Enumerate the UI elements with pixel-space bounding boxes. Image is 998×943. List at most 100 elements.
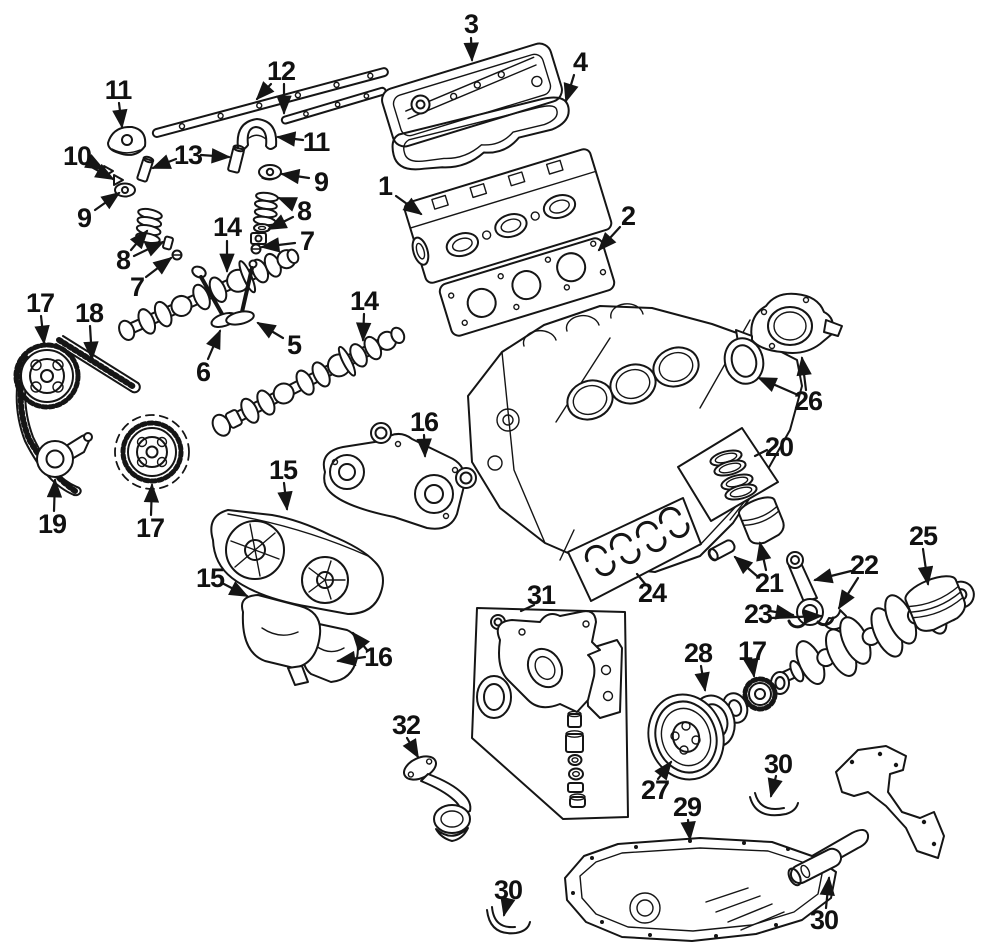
lash-adjusters-part — [136, 144, 246, 183]
crank-sprocket-part — [742, 676, 778, 712]
callout-label-32-42: 32 — [392, 710, 420, 740]
timing-cover-upper-part — [210, 509, 384, 615]
pulley-outer-part — [647, 693, 725, 781]
callout-leader-9 — [280, 168, 311, 185]
oil-pickup-part — [403, 755, 472, 842]
callout-label-26-34: 26 — [794, 386, 823, 416]
valve-cover-part — [381, 42, 563, 148]
callout-leader-17 — [143, 483, 160, 517]
callout-label-28-36: 28 — [684, 638, 713, 668]
callout-label-19-27: 19 — [38, 509, 67, 539]
callout-label-18-26: 18 — [75, 298, 104, 328]
main-bearing-set-part — [567, 497, 702, 602]
callout-leader-21 — [733, 555, 759, 578]
callout-leader-15 — [220, 581, 249, 598]
callout-leader-27 — [654, 760, 673, 781]
timing-cover-lower-part — [241, 594, 322, 686]
callout-leader-1 — [394, 194, 423, 216]
callout-label-24-32: 24 — [638, 578, 667, 608]
callout-label-16-22: 16 — [364, 642, 393, 672]
callout-leader-22 — [837, 576, 860, 610]
callout-leader-21 — [756, 541, 772, 572]
callout-leader-22 — [813, 568, 853, 584]
callout-leader-2 — [597, 225, 622, 252]
callout-leader-7 — [144, 256, 173, 279]
callout-label-31-41: 31 — [527, 580, 556, 610]
callout-label-9-10: 9 — [77, 203, 92, 233]
callout-leader-13 — [151, 154, 178, 170]
callout-leader-5 — [256, 321, 285, 340]
rear-main-seal-part — [723, 337, 765, 385]
callout-leader-26 — [796, 356, 812, 392]
callout-leader-3 — [463, 36, 479, 62]
pan-side-seal-right-part — [787, 847, 843, 887]
callout-label-13-16: 13 — [174, 140, 203, 170]
callout-leader-25 — [917, 547, 934, 586]
rear-timing-cover-upper-part — [322, 433, 466, 530]
callout-leader-18 — [83, 324, 99, 361]
callout-label-20-28: 20 — [765, 432, 793, 462]
callout-label-3-2: 3 — [464, 9, 479, 39]
callout-label-8-9: 8 — [297, 196, 312, 226]
callout-leader-16 — [351, 631, 370, 652]
callout-leader-15 — [277, 481, 293, 511]
callout-leader-23 — [769, 608, 823, 625]
callout-label-10-12: 10 — [63, 141, 91, 171]
belt-tensioner-part — [36, 432, 93, 478]
callout-label-27-35: 27 — [641, 775, 669, 805]
callout-leader-31 — [519, 603, 536, 613]
callout-leader-10 — [86, 163, 115, 181]
callout-leader-11 — [112, 101, 128, 129]
cam-sprocket-upper-part — [13, 342, 81, 410]
callout-leader-30 — [500, 896, 516, 917]
callout-label-1-0: 1 — [378, 171, 393, 201]
callout-leader-16 — [336, 650, 367, 667]
cylinder-head-part — [403, 148, 613, 284]
callout-label-12-15: 12 — [267, 56, 295, 86]
callout-label-5-4: 5 — [287, 330, 302, 360]
callout-label-30-39: 30 — [494, 875, 522, 905]
callout-label-16-21: 16 — [410, 407, 439, 437]
callout-label-17-25: 17 — [738, 636, 766, 666]
oil-pump-part — [471, 607, 629, 820]
callout-leader-19 — [46, 478, 63, 513]
callout-label-29-37: 29 — [673, 792, 702, 822]
callout-label-30-38: 30 — [764, 749, 792, 779]
callout-label-15-19: 15 — [269, 455, 298, 485]
callout-leader-28 — [694, 664, 710, 692]
callout-label-25-33: 25 — [909, 521, 938, 551]
camshaft-rear-part — [211, 326, 406, 437]
callout-label-4-3: 4 — [573, 47, 588, 77]
callout-label-11-14: 11 — [303, 127, 331, 157]
valve-cover-gasket-part — [391, 96, 570, 171]
callout-label-17-24: 17 — [136, 513, 164, 543]
valves-part — [191, 259, 258, 328]
callout-label-15-20: 15 — [196, 563, 225, 593]
callout-leader-13 — [199, 148, 231, 164]
piston-right-part — [904, 575, 967, 632]
head-gasket-part — [438, 237, 616, 337]
callout-label-22-30: 22 — [850, 550, 878, 580]
callout-leader-14 — [355, 312, 372, 342]
valve-springs-part — [135, 191, 279, 251]
callout-layer: 1234567788991011111213141415151616171717… — [26, 9, 939, 935]
callout-leader-6 — [206, 329, 222, 361]
callout-leader-29 — [680, 818, 696, 841]
callout-leader-30 — [767, 774, 783, 798]
rear-seal-retainer-part — [735, 292, 843, 354]
callout-label-23-31: 23 — [744, 599, 773, 629]
callout-label-9-11: 9 — [314, 167, 329, 197]
callout-leader-23 — [768, 604, 795, 620]
callout-label-7-6: 7 — [130, 272, 144, 302]
rocker-arm-left-part — [107, 125, 147, 156]
callout-label-21-29: 21 — [755, 568, 784, 598]
callout-leader-30 — [819, 876, 835, 910]
camshaft-seals-part — [370, 422, 477, 489]
callout-label-8-8: 8 — [116, 245, 131, 275]
callout-leader-26 — [757, 376, 800, 397]
pan-side-seal-top-part — [749, 792, 799, 817]
callout-label-6-5: 6 — [196, 357, 211, 387]
callout-leader-8 — [267, 214, 295, 231]
rocker-arm-right-part — [236, 118, 278, 151]
